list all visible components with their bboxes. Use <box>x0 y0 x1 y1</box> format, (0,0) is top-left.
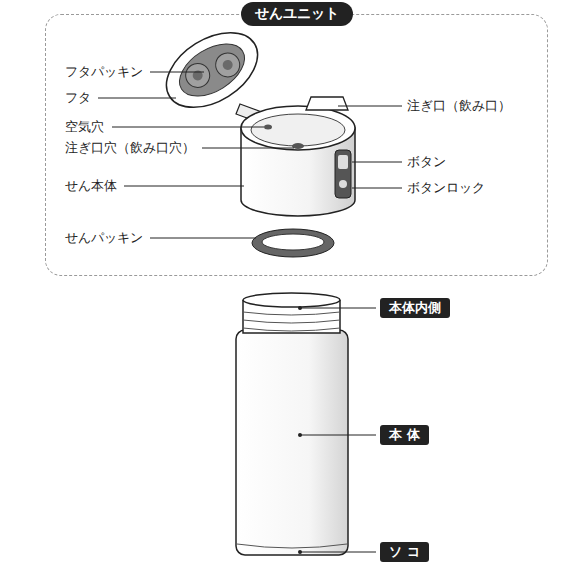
part-label: せんパッキン <box>65 230 143 247</box>
thread <box>243 312 340 331</box>
part-label: せん本体 <box>65 178 117 195</box>
tag-text: 本体内側 <box>389 300 441 317</box>
tag-text: 本 体 <box>389 427 420 444</box>
part-label: 注ぎ口穴（飲み口穴） <box>65 140 195 157</box>
part-label: ボタン <box>407 154 446 171</box>
part-label: 空気穴 <box>65 119 104 136</box>
tag-text: ソ コ <box>389 544 420 561</box>
air-hole <box>264 125 272 130</box>
button <box>335 150 351 198</box>
cap-inner <box>251 114 345 146</box>
bottle-body <box>236 330 348 555</box>
bottle-mouth <box>243 293 340 307</box>
packing-knob-top <box>191 69 205 83</box>
part-tag: 本体内側 <box>380 298 450 319</box>
part-label: ボタンロック <box>407 180 485 197</box>
cap-body <box>241 97 355 216</box>
button-lock <box>339 180 347 188</box>
packing-knob <box>181 59 214 92</box>
part-label: 注ぎ口（飲み口） <box>407 98 511 115</box>
ring-packing <box>252 229 334 257</box>
lid-shell <box>153 17 271 123</box>
packing-knob-top <box>221 58 235 72</box>
bottom-band <box>237 544 347 548</box>
bottle <box>236 293 348 555</box>
leader-dots <box>298 306 302 554</box>
region-heading: せんユニット <box>241 2 353 26</box>
part-tag: ソ コ <box>380 542 429 563</box>
packing-knob <box>211 48 244 81</box>
spout <box>306 97 348 110</box>
part-label: フタパッキン <box>65 64 143 81</box>
lid-packing <box>170 33 253 107</box>
lid <box>153 17 271 123</box>
cap-top <box>241 106 355 150</box>
part-label: フタ <box>65 90 91 107</box>
part-tag: 本 体 <box>380 425 429 446</box>
button-face <box>338 155 348 169</box>
